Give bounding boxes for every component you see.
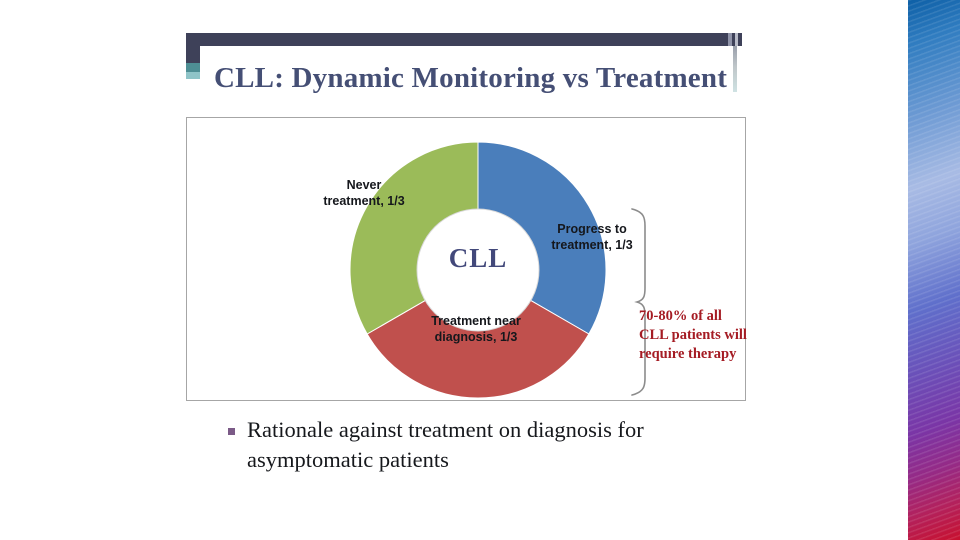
donut-center-label: CLL (448, 243, 508, 273)
title-band-left-block (186, 33, 200, 67)
slide-title: CLL: Dynamic Monitoring vs Treatment (214, 62, 728, 94)
title-band-vertical-rule (733, 46, 737, 92)
curly-brace-icon (631, 208, 646, 396)
title-band-top-rule (186, 33, 742, 46)
bullet-text: Rationale against treatment on diagnosis… (247, 417, 644, 472)
donut-chart-svg (349, 141, 607, 399)
donut-center-hole (416, 208, 540, 332)
donut-label-never-treatment: Never treatment, 1/3 (323, 178, 405, 208)
donut-label-treatment-near-diagnosis: Treatment near diagnosis, 1/3 (431, 314, 521, 344)
title-band-right-tick-light (735, 33, 738, 46)
donut-chart (346, 138, 610, 402)
title-band-right-tick-dark (728, 33, 732, 46)
decorative-gradient-bar (908, 0, 960, 540)
bullet-row: Rationale against treatment on diagnosis… (228, 415, 788, 474)
annotation-text: 70-80% of all CLL patients will require … (639, 308, 747, 363)
gradient-bar-sheen (908, 0, 960, 540)
square-bullet-icon (228, 428, 235, 435)
donut-label-progress-to-treatment: Progress to treatment, 1/3 (551, 222, 633, 252)
title-band-teal-accent-light (186, 72, 200, 79)
